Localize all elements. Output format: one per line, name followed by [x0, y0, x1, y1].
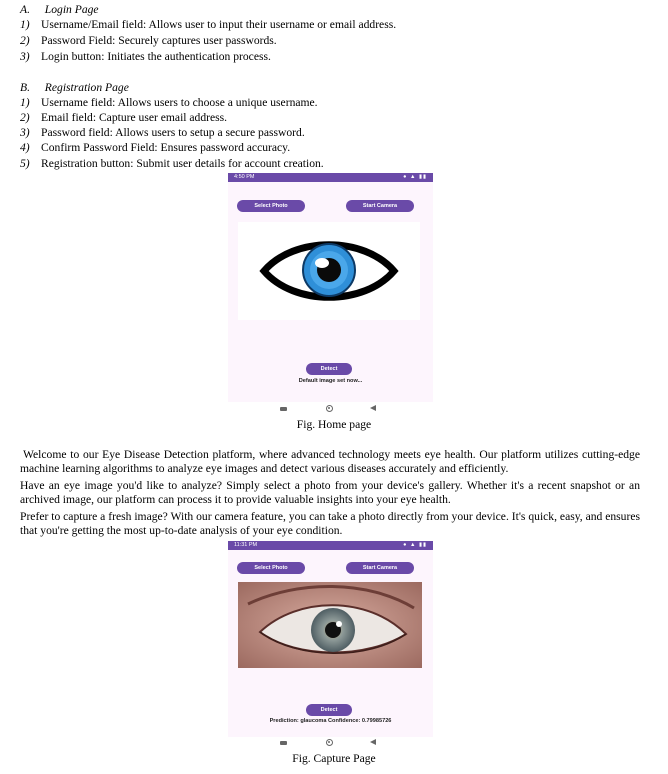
section-letter: B.	[20, 81, 30, 94]
start-camera-button[interactable]: Start Camera	[346, 562, 414, 574]
capture-page-caption: Fig. Capture Page	[292, 752, 376, 765]
status-bar: 4:50 PM ● ▲ ▮▮	[228, 173, 433, 182]
item-number: 2)	[20, 111, 30, 124]
eye-image-preview	[238, 222, 420, 320]
registration-section-heading: B. Registration Page	[20, 81, 129, 95]
item-text: Username field: Allows users to choose a…	[41, 96, 318, 109]
item-number: 5)	[20, 157, 30, 170]
item-text: Registration button: Submit user details…	[41, 157, 324, 170]
select-photo-button[interactable]: Select Photo	[237, 562, 305, 574]
status-icons: ● ▲ ▮▮	[403, 174, 427, 180]
status-bar: 11:31 PM ● ▲ ▮▮	[228, 541, 433, 550]
back-icon[interactable]	[370, 739, 376, 745]
home-icon[interactable]	[326, 739, 333, 746]
item-number: 3)	[20, 126, 30, 139]
prediction-status: Default image set now...	[298, 378, 363, 384]
login-section-heading: A. Login Page	[20, 3, 99, 17]
android-nav-bar	[228, 403, 433, 417]
item-text: Password field: Allows users to setup a …	[41, 126, 305, 139]
capture-page-screenshot: 11:31 PM ● ▲ ▮▮ Select Photo Start Camer…	[228, 541, 433, 737]
list-item: 3) Login button: Initiates the authentica…	[20, 50, 271, 64]
select-photo-paragraph: Have an eye image you'd like to analyze?…	[20, 479, 640, 507]
home-page-caption: Fig. Home page	[296, 418, 372, 431]
status-time: 11:31 PM	[234, 542, 258, 548]
detect-button[interactable]: Detect	[306, 363, 352, 375]
section-title: Login Page	[44, 3, 99, 16]
item-text: Username/Email field: Allows user to inp…	[41, 18, 397, 31]
prediction-status: Prediction: glaucoma Confidence: 0.79985…	[269, 718, 392, 724]
item-text: Email field: Capture user email address.	[41, 111, 228, 124]
back-icon[interactable]	[370, 405, 376, 411]
list-item: 1) Username field: Allows users to choose…	[20, 96, 318, 110]
cartoon-eye-icon	[259, 241, 399, 301]
list-item: 2) Password Field: Securely captures user…	[20, 34, 277, 48]
list-item: 4) Confirm Password Field: Ensures passwo…	[20, 141, 290, 155]
home-page-screenshot: 4:50 PM ● ▲ ▮▮ Select Photo Start Camera…	[228, 173, 433, 402]
eye-photo-icon	[238, 582, 422, 668]
list-item: 2) Email field: Capture user email addres…	[20, 111, 227, 125]
list-item: 5) Registration button: Submit user detai…	[20, 157, 324, 171]
home-icon[interactable]	[326, 405, 333, 412]
item-number: 1)	[20, 18, 30, 31]
item-text: Password Field: Securely captures user p…	[41, 34, 277, 47]
item-text: Confirm Password Field: Ensures password…	[41, 141, 291, 154]
item-number: 4)	[20, 141, 30, 154]
lower-lash-line	[259, 631, 407, 654]
item-number: 1)	[20, 96, 30, 109]
item-number: 2)	[20, 34, 30, 47]
item-number: 3)	[20, 50, 30, 63]
upper-eyelid-crease	[247, 585, 415, 610]
camera-paragraph: Prefer to capture a fresh image? With ou…	[20, 510, 640, 538]
eye-highlight	[336, 621, 342, 627]
item-text: Login button: Initiates the authenticati…	[41, 50, 271, 63]
list-item: 3) Password field: Allows users to setup …	[20, 126, 305, 140]
captured-eye-photo	[238, 582, 422, 668]
status-icons: ● ▲ ▮▮	[403, 542, 427, 548]
list-item: 1) Username/Email field: Allows user to i…	[20, 18, 396, 32]
status-time: 4:50 PM	[234, 174, 255, 180]
section-title: Registration Page	[44, 81, 129, 94]
intro-paragraph: Welcome to our Eye Disease Detection pla…	[20, 448, 640, 476]
section-letter: A.	[20, 3, 30, 16]
recents-icon[interactable]	[280, 741, 287, 745]
select-photo-button[interactable]: Select Photo	[237, 200, 305, 212]
recents-icon[interactable]	[280, 407, 287, 411]
android-nav-bar	[228, 737, 433, 751]
start-camera-button[interactable]: Start Camera	[346, 200, 414, 212]
detect-button[interactable]: Detect	[306, 704, 352, 716]
eye-highlight	[315, 258, 329, 268]
